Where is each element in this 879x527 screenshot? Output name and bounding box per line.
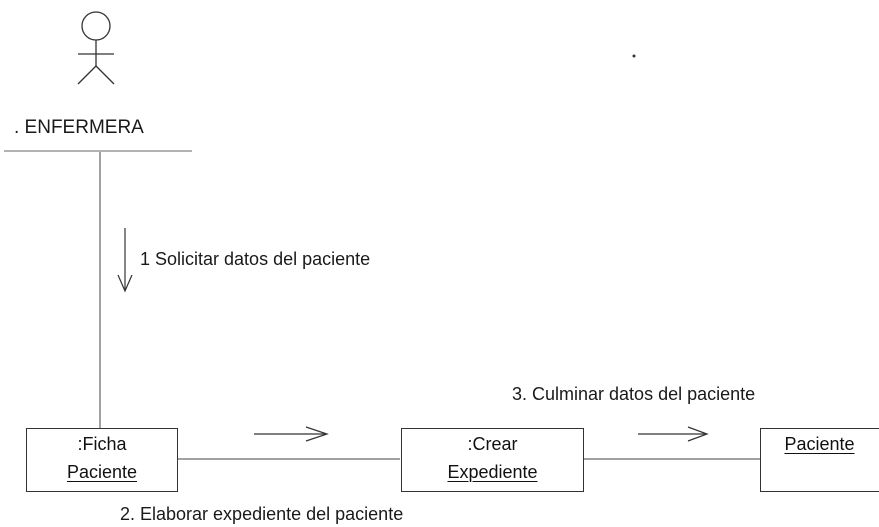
actor-name: . ENFERMERA [14, 117, 144, 138]
object-ficha-paciente: :Ficha Paciente [26, 428, 178, 492]
actor-head [81, 11, 111, 41]
object-crear-line2: Expediente [447, 462, 538, 482]
object-crear-expediente: :Crear Expediente [401, 428, 584, 492]
actor-figure [77, 11, 115, 85]
actor-right-leg [95, 65, 115, 85]
message-3-label: 3. Culminar datos del paciente [512, 384, 756, 404]
message-2-arrow [254, 426, 329, 442]
object-paciente: Paciente [760, 428, 879, 492]
message-1-label: 1 Solicitar datos del paciente [140, 249, 371, 269]
message-1-arrow [117, 228, 133, 293]
object-paciente-line2: Paciente [784, 434, 855, 454]
message-2-label: 2. Elaborar expediente del paciente [120, 504, 404, 524]
object-ficha-line1: :Ficha [77, 434, 127, 454]
actor-left-leg [77, 65, 97, 85]
object-ficha-line2: Paciente [66, 462, 138, 482]
object-crear-line1: :Crear [467, 434, 518, 454]
stray-dot [632, 54, 636, 58]
message-3-arrow [638, 426, 709, 442]
